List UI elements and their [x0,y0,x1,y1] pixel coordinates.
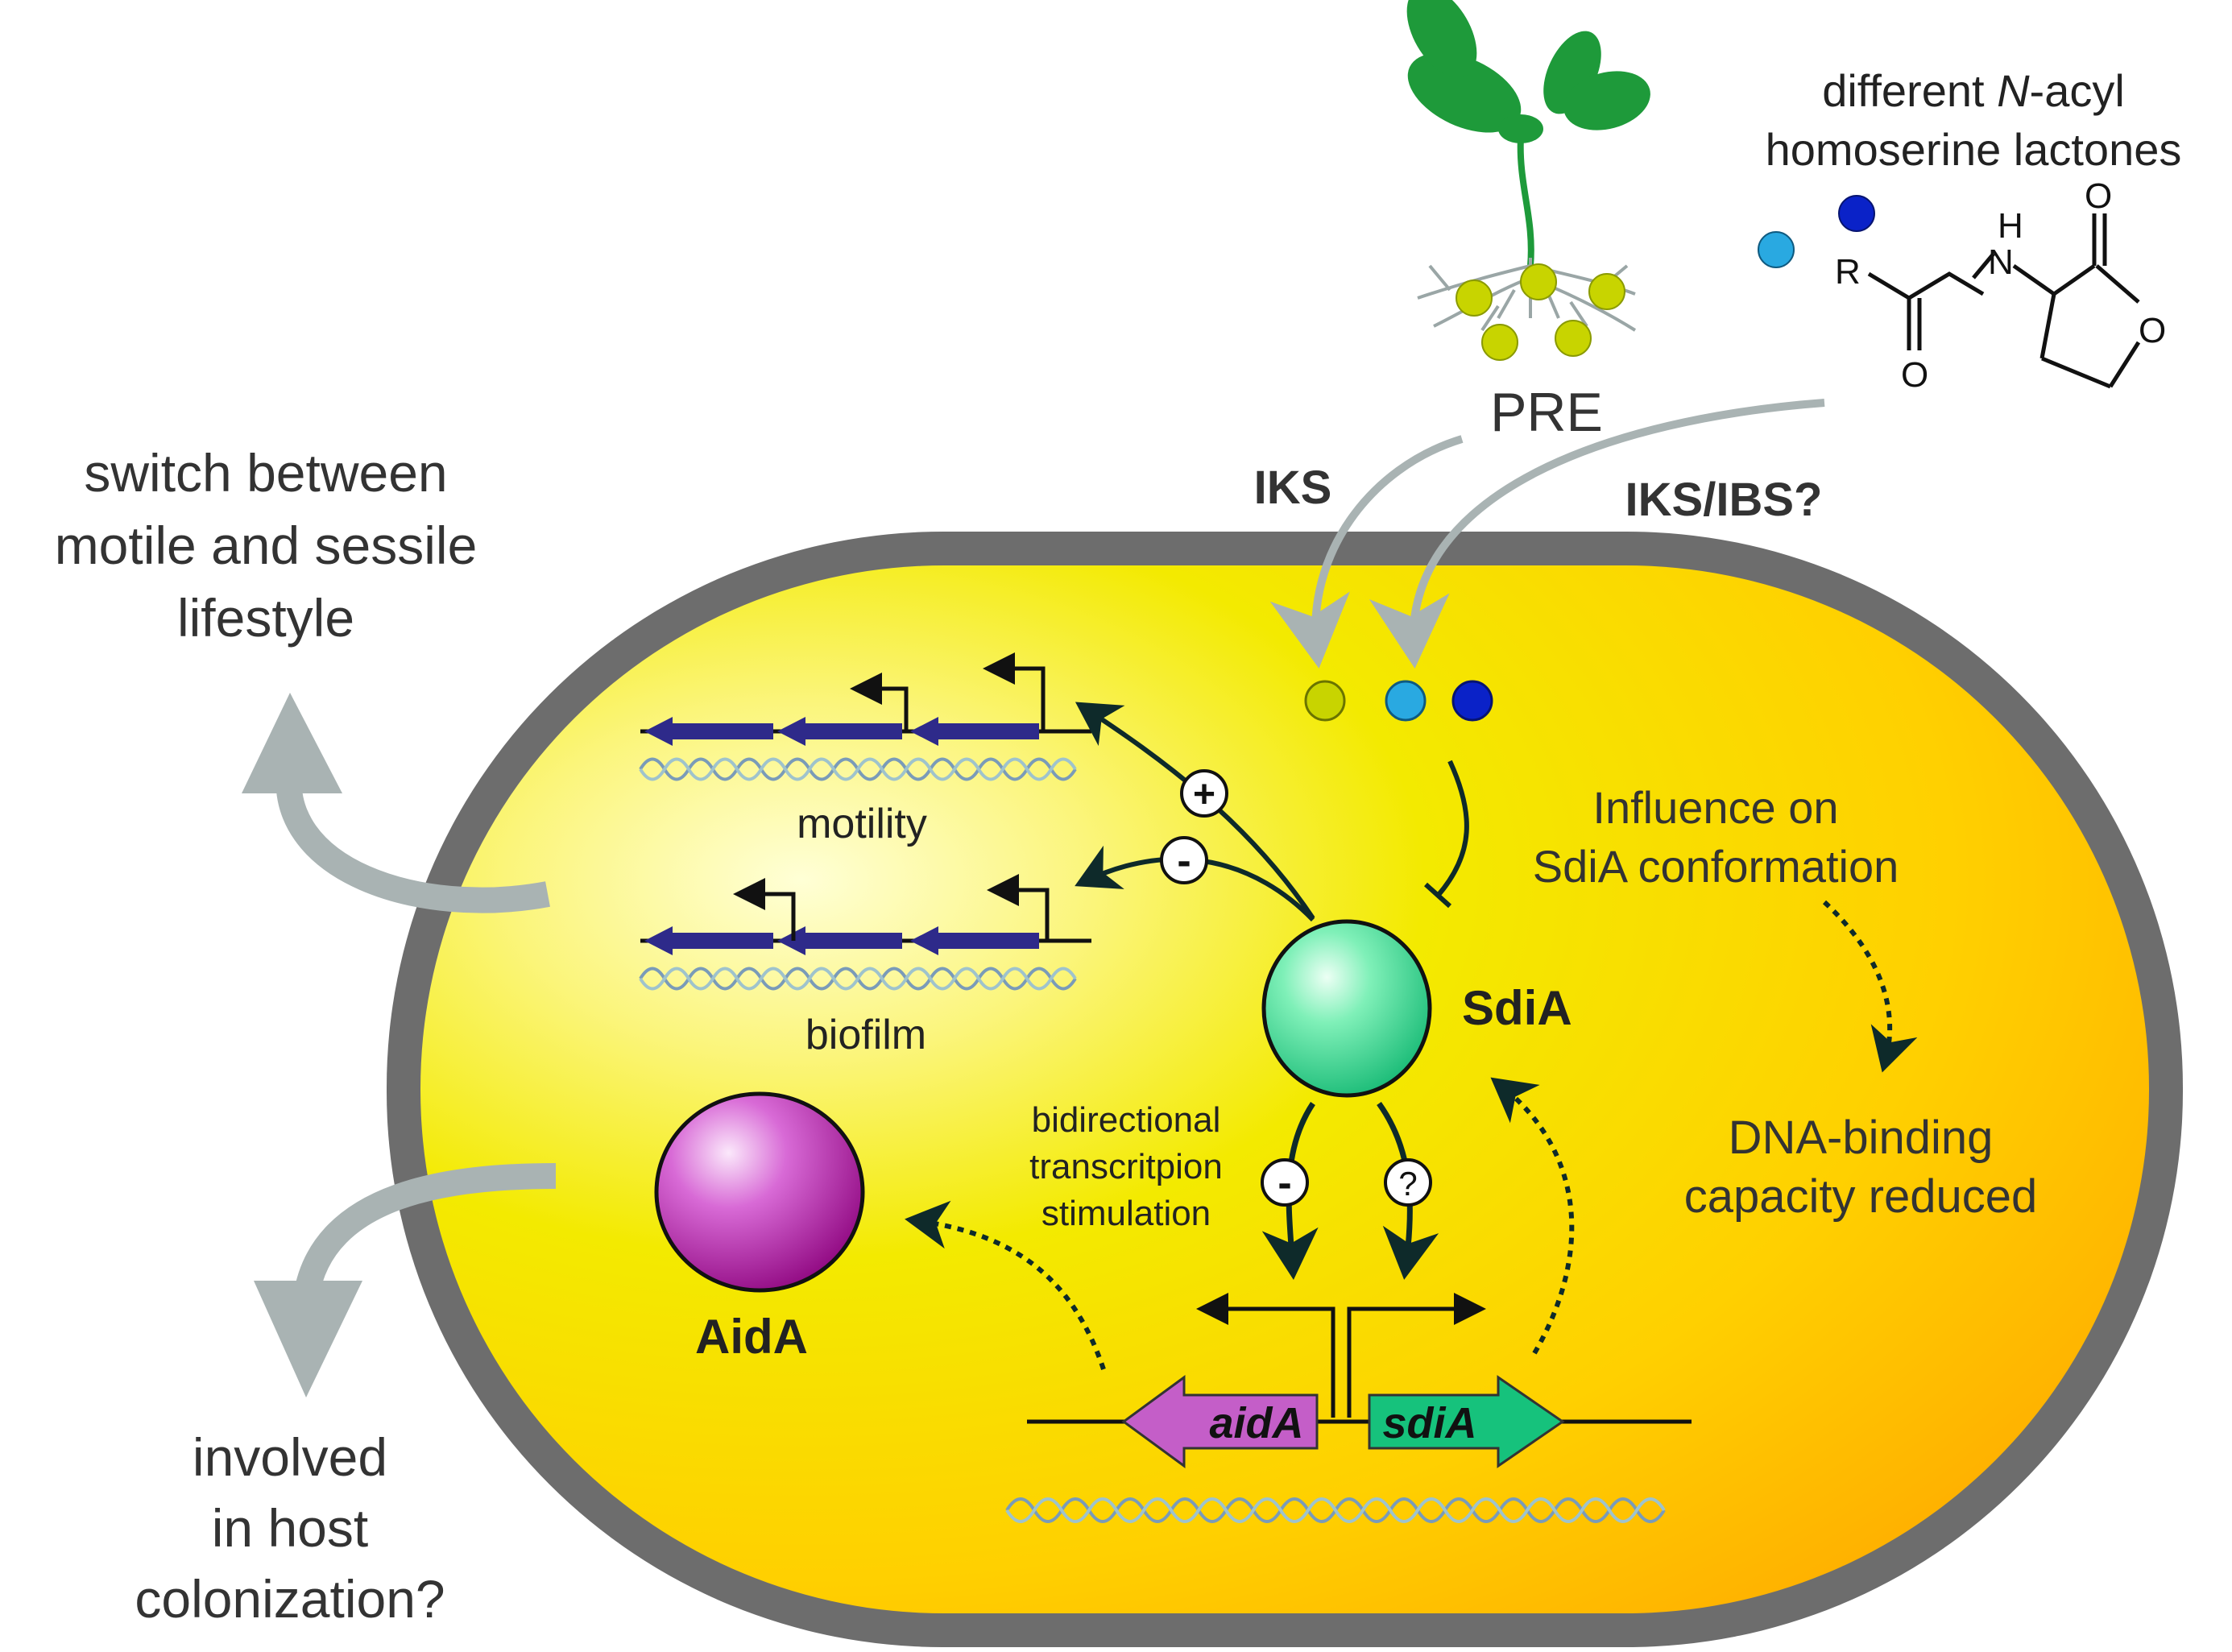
atom-o-amide: O [1901,355,1928,395]
biofilm-operon [640,874,1091,955]
host-line1: involved [193,1427,387,1487]
signal-inhibition-line [1435,760,1469,897]
colonization-exit-arrow [254,1163,557,1397]
ahl-dot-dark-blue [1838,195,1875,232]
bidirectional-line3: stimulation [1041,1194,1211,1233]
motility-operon [640,652,1091,746]
svg-text:?: ? [1398,1165,1417,1203]
signal-dot-pre [1304,680,1346,722]
svg-text:-: - [1177,838,1191,884]
sdia-gene: sdiA [1368,1375,1565,1468]
lifestyle-exit-arrow [242,693,550,913]
pre-label: PRE [1490,382,1603,443]
iks-label: IKS [1254,462,1332,514]
aida-protein [654,1091,865,1293]
dna-helix-icon [639,757,1077,781]
signal-dot-dark-blue [1451,680,1493,722]
dna-binding-line2: capacity reduced [1684,1170,2037,1223]
plant-icon [1406,0,1650,361]
host-line2: in host [212,1498,368,1558]
influence-to-dna-binding-arrow [1822,900,1918,1073]
switch-line1: switch between [84,443,447,503]
influence-line2: SdiA conformation [1533,841,1899,892]
ahl-dot-light-blue [1758,231,1795,268]
ahl-entry-arrow [1369,399,1825,669]
minus-badge-aida: - [1261,1158,1309,1207]
ahl-title: different N-acyl [1822,65,2125,116]
dna-binding-line1: DNA-binding [1729,1112,1994,1164]
dna-helix-icon [1005,1497,1666,1523]
host-line3: colonization? [135,1569,445,1629]
biofilm-label: biofilm [805,1012,926,1058]
svg-text:+: + [1193,773,1215,816]
bidirectional-line2: transcritpion [1029,1147,1223,1186]
dna-helix-icon [639,967,1077,991]
sdia-translation-arrow [1490,1077,1575,1355]
motility-label: motility [797,801,927,847]
bidirectional-promoter [1196,1293,1486,1418]
atom-n: N [1988,242,2014,282]
pre-entry-arrow [1269,435,1464,669]
sdia-to-biofilm-arrow [1075,845,1315,922]
inhibition-bar [1423,882,1452,909]
aida-translation-arrow [905,1200,1106,1370]
minus-badge: - [1160,836,1208,884]
atom-h: H [1998,206,2023,246]
sdia-label: SdiA [1462,981,1572,1035]
ahl-molecule-atoms: R H N O O O [1835,176,2166,395]
signal-dot-light-blue [1385,680,1427,722]
svg-text:aidA: aidA [1209,1399,1303,1447]
question-badge: ? [1384,1158,1432,1207]
atom-o-carbonyl: O [2085,176,2112,216]
switch-line2: motile and sessile [55,515,478,575]
influence-line1: Influence on [1592,782,1838,833]
iks-ibs-label: IKS/IBS? [1625,474,1823,526]
bacterial-cell [387,532,2183,1647]
atom-r: R [1835,252,1861,292]
svg-text:-: - [1277,1160,1291,1207]
aida-gene: aidA [1121,1375,1319,1468]
sdia-protein [1261,919,1432,1098]
bidirectional-line1: bidirectional [1032,1100,1221,1140]
plus-badge: + [1180,769,1228,818]
svg-text:sdiA: sdiA [1382,1399,1476,1447]
ahl-title-line2: homoserine lactones [1766,124,2182,175]
ahl-molecule-icon [1867,213,2141,389]
cytoplasm [420,565,2149,1613]
aida-protein-label: AidA [695,1310,808,1364]
atom-o-ring: O [2139,311,2166,350]
switch-line3: lifestyle [177,588,354,648]
